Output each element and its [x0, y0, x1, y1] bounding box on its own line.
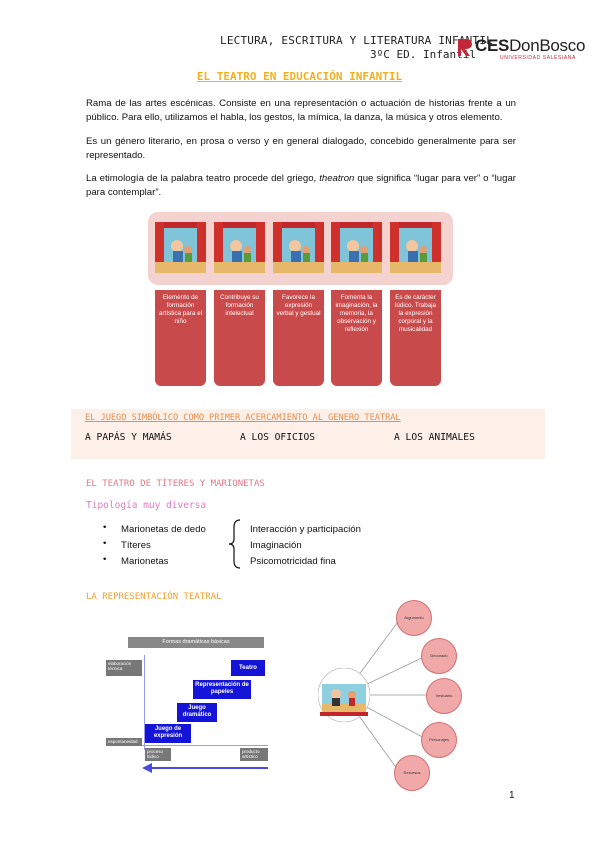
stage-illustration	[273, 222, 324, 273]
puppet-type: Marionetas de dedo	[121, 524, 206, 535]
bullet-icon: •	[103, 522, 107, 533]
chart-x-axis	[108, 745, 268, 746]
bullet-icon: •	[103, 538, 107, 549]
brace-icon	[228, 519, 241, 569]
benefit-tile: Contribuye su formación intelectual	[214, 290, 265, 386]
y-top-label: elaboración técnica	[106, 660, 142, 676]
university-logo-subtitle: UNIVERSIDAD SALESIANA	[500, 55, 576, 61]
stage-illustration	[214, 222, 265, 273]
chart-arrow-line	[150, 767, 268, 769]
page-title: El teatro en educación infantil	[196, 70, 403, 83]
mindmap-node: Argumento	[396, 600, 432, 636]
puppets-subtitle: Tipología muy diversa	[86, 500, 207, 511]
mindmap-node: Vestuario	[426, 678, 462, 714]
benefit-tile: Es de carácter lúdico. Trabaja la expres…	[390, 290, 441, 386]
mindmap-node: Personajes	[421, 722, 457, 758]
symbolic-play-item: A papás y mamás	[85, 432, 172, 443]
dramatic-forms-chart-title: Formas dramáticas básicas	[128, 637, 264, 648]
dramatic-form-rung: Representación de papeles	[193, 680, 251, 699]
arrow-left-icon	[142, 763, 152, 773]
puppets-section-title: El teatro de títeres y marionetas	[86, 479, 265, 489]
x-left-label: proceso lúdico	[145, 748, 171, 761]
puppet-effect: Interacción y participación	[250, 524, 361, 535]
stage-illustration	[390, 222, 441, 273]
bullet-icon: •	[103, 554, 107, 565]
symbolic-play-title: El juego simbólico como primer acercamie…	[85, 413, 401, 423]
mindmap-node: Recursos	[394, 755, 430, 791]
dramatic-form-rung: Teatro	[231, 660, 265, 676]
university-logo-text: CESDonBosco	[475, 36, 586, 55]
symbolic-play-item: A los animales	[394, 432, 475, 443]
dramatic-form-rung: Juego de expresión	[145, 724, 191, 743]
x-right-label: producto artístico	[240, 748, 268, 761]
y-bottom-label: espontaneidad	[106, 738, 142, 746]
page-number: 1	[509, 790, 515, 801]
benefit-tile: Fomenta la imaginación, la memoria, la o…	[331, 290, 382, 386]
paragraph-definition: Rama de las artes escénicas. Consiste en…	[86, 98, 516, 123]
dramatic-form-rung: Juego dramático	[177, 703, 217, 722]
benefit-tile: Elemento de formación artística para el …	[155, 290, 206, 386]
chart-y-axis	[144, 655, 145, 750]
mindmap-node: Decorado	[421, 638, 457, 674]
paragraph-etymology: La etimología de la palabra teatro proce…	[86, 173, 516, 198]
stage-illustration	[331, 222, 382, 273]
puppet-effect: Imaginación	[250, 540, 302, 551]
paragraph-genre: Es un género literario, en prosa o verso…	[86, 136, 516, 161]
stage-illustration	[155, 222, 206, 273]
symbolic-play-item: A los oficios	[240, 432, 316, 443]
puppet-type: Marionetas	[121, 556, 169, 567]
course-group: 3ºC ED. Infantil	[370, 48, 476, 61]
course-title: LECTURA, ESCRITURA Y LITERATURA INFANTIL	[220, 34, 493, 47]
benefit-tile: Favorece la expresión verbal y gestual	[273, 290, 324, 386]
representation-section-title: La representación teatral	[86, 592, 222, 602]
puppet-type: Títeres	[121, 540, 151, 551]
symbolic-play-band	[71, 409, 545, 459]
puppet-effect: Psicomotricidad fina	[250, 556, 336, 567]
university-logo-icon	[458, 39, 472, 56]
theatre-center-illustration	[318, 668, 370, 722]
